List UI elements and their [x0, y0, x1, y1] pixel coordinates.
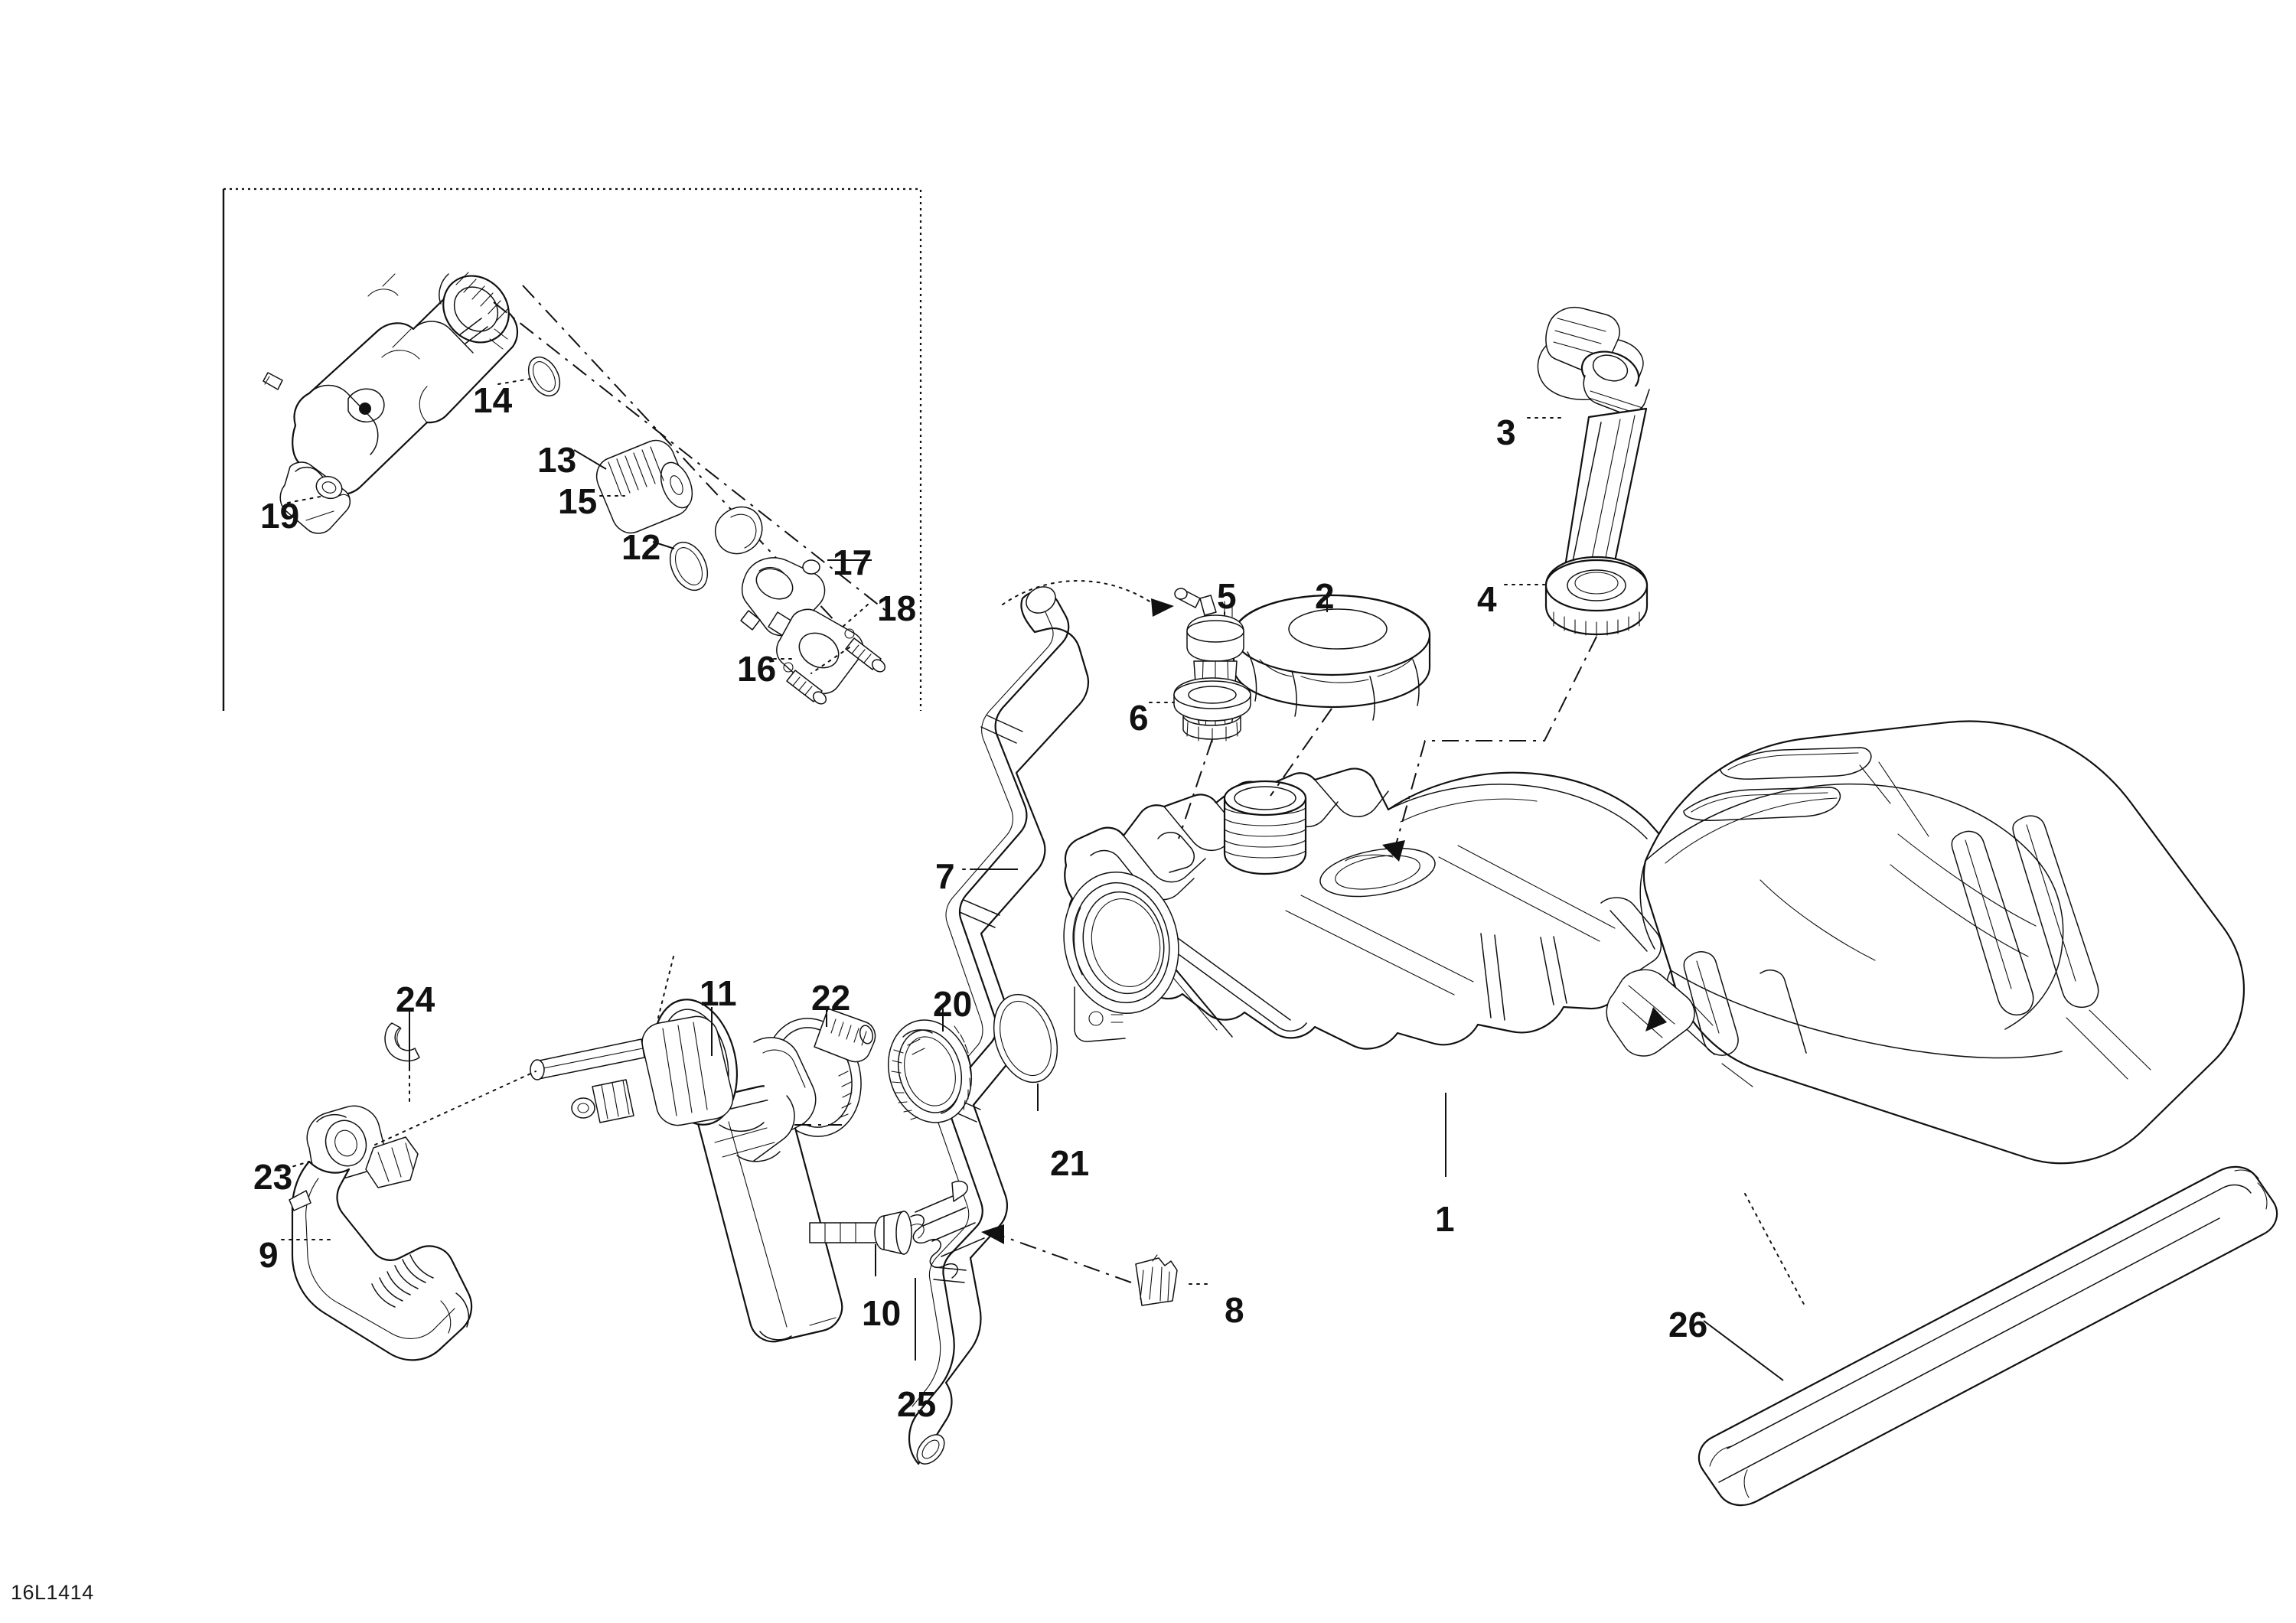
part-1-fuel-tank — [1063, 768, 1719, 1050]
callout-20[interactable]: 20 — [933, 984, 973, 1024]
callout-11[interactable]: 11 — [700, 973, 737, 1013]
leader-26-axis — [1744, 1193, 1807, 1309]
inset-pump-collar — [439, 272, 510, 344]
part-6-seal — [1173, 677, 1251, 743]
leader-26 — [1703, 1320, 1784, 1381]
tank-cover — [1606, 720, 2245, 1165]
sheet-code: 16L1414 — [11, 1581, 94, 1604]
callout-8[interactable]: 8 — [1225, 1290, 1244, 1330]
part-2-fuel-cap — [1232, 594, 1431, 721]
leader-13 — [573, 449, 607, 470]
part-4-grommet — [1544, 556, 1649, 637]
callout-18[interactable]: 18 — [877, 588, 917, 628]
leader-8-axis — [994, 1233, 1132, 1283]
callout-25[interactable]: 25 — [897, 1384, 937, 1424]
inset-pump-body — [263, 272, 518, 496]
callout-5[interactable]: 5 — [1217, 576, 1237, 616]
part-13-filter — [595, 439, 693, 534]
callout-13[interactable]: 13 — [537, 440, 577, 480]
part-16-screws — [786, 637, 886, 705]
callout-3[interactable]: 3 — [1496, 412, 1516, 452]
part-26-mat — [1698, 1165, 2278, 1507]
part-12-oring — [669, 541, 709, 592]
leader-11-axis — [657, 956, 674, 1018]
callout-12[interactable]: 12 — [621, 527, 661, 567]
leader-23-axis — [374, 1071, 536, 1146]
assembly-arrow — [1645, 1007, 1667, 1031]
leader-hose-to-valve — [1002, 580, 1155, 605]
part-14-oring — [527, 356, 561, 397]
part-15-gasket — [714, 506, 763, 555]
callout-19[interactable]: 19 — [260, 496, 300, 536]
part-10-fitting — [874, 1211, 912, 1255]
leader-18 — [841, 604, 869, 628]
leader-4-axis — [1392, 636, 1597, 856]
tank-filler-neck — [1223, 780, 1307, 875]
part-19-bracket — [279, 461, 351, 534]
leader-14 — [497, 378, 531, 385]
part-20-locking-ring — [887, 1019, 973, 1123]
callout-21[interactable]: 21 — [1050, 1143, 1090, 1183]
part-21-oring — [993, 993, 1058, 1084]
callout-1[interactable]: 1 — [1435, 1199, 1455, 1239]
callout-6[interactable]: 6 — [1129, 698, 1149, 738]
callout-16[interactable]: 16 — [737, 649, 777, 689]
leader-19 — [287, 495, 325, 504]
callout-17[interactable]: 17 — [833, 543, 872, 582]
part-8-clip — [1135, 1254, 1178, 1306]
callout-26[interactable]: 26 — [1668, 1305, 1708, 1344]
callout-10[interactable]: 10 — [862, 1293, 902, 1333]
callout-15[interactable]: 15 — [558, 481, 598, 521]
callout-7[interactable]: 7 — [935, 856, 955, 896]
part-24-clip — [384, 1022, 420, 1062]
part-9-fuel-hose — [289, 1105, 473, 1361]
callout-4[interactable]: 4 — [1477, 579, 1497, 619]
callout-23[interactable]: 23 — [253, 1157, 293, 1197]
callout-24[interactable]: 24 — [396, 979, 435, 1019]
leader-23 — [278, 1161, 310, 1172]
callout-2[interactable]: 2 — [1315, 576, 1335, 616]
callout-22[interactable]: 22 — [811, 978, 851, 1018]
inset-box-border — [222, 187, 922, 711]
part-25-spring — [910, 1180, 985, 1279]
callout-14[interactable]: 14 — [473, 380, 513, 420]
part-11-fuel-pump-module — [530, 999, 879, 1343]
leader-12 — [652, 541, 675, 549]
callout-9[interactable]: 9 — [259, 1235, 279, 1275]
inset-explode-axis — [493, 301, 889, 613]
